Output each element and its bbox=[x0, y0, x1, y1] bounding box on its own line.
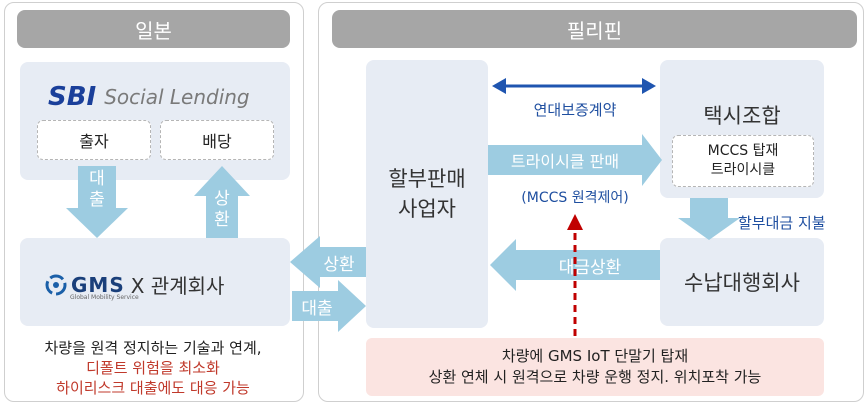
mccs-tricycle-box: MCCS 탑재 트라이시클 bbox=[672, 135, 814, 187]
joint-guarantee-label: 연대보증계약 bbox=[533, 100, 617, 119]
loan-down-text: 대 출 bbox=[89, 169, 105, 210]
payment-repay-label: 대금상환 bbox=[558, 257, 622, 278]
installment-payment-label: 할부대금 지불 bbox=[738, 214, 826, 232]
flow-loan-label: 대출 bbox=[301, 298, 333, 319]
affiliate-label: X 관계회사 bbox=[130, 274, 225, 298]
gms-tagline: Global Mobility Service bbox=[70, 294, 139, 301]
collection-agency-label: 수납대행회사 bbox=[684, 271, 800, 295]
mccs-tricycle-label: MCCS 탑재 트라이시클 bbox=[707, 143, 779, 178]
loan-down-label: 대 출 bbox=[78, 168, 116, 212]
repay-up-label: 상 환 bbox=[206, 186, 238, 234]
sbi-brand: SBI bbox=[48, 82, 97, 112]
iot-note-line1: 차량에 GMS IoT 단말기 탑재 bbox=[501, 347, 689, 365]
collection-agency-box: 수납대행회사 bbox=[660, 238, 824, 326]
flow-repay-label: 상환 bbox=[323, 254, 355, 275]
remote-control-label: (MCCS 원격제어) bbox=[521, 190, 629, 206]
taxi-union-label: 택시조합 bbox=[703, 104, 781, 128]
japan-note-line2: 디폴트 위험을 최소화 bbox=[86, 359, 220, 377]
japan-header: 일본 bbox=[17, 10, 290, 48]
installment-seller-label: 할부판매 사업자 bbox=[388, 167, 466, 221]
japan-note: 차량을 원격 정지하는 기술과 연계, 디폴트 위험을 최소화 하이리스크 대출… bbox=[6, 336, 300, 400]
repay-up-text: 상 환 bbox=[214, 189, 230, 230]
gms-brand: GMS bbox=[71, 272, 125, 297]
dividend-box: 배당 bbox=[160, 120, 274, 160]
philippines-header: 필리핀 bbox=[332, 10, 857, 48]
japan-note-line1: 차량을 원격 정지하는 기술과 연계, bbox=[44, 339, 262, 357]
gms-swirl-logo-icon bbox=[45, 274, 67, 295]
invest-box: 출자 bbox=[37, 120, 151, 160]
japan-note-line3: 하이리스크 대출에도 대응 가능 bbox=[56, 379, 250, 397]
gms-logo: GMS X 관계회사 bbox=[45, 270, 224, 299]
gms-affiliate-box bbox=[20, 238, 290, 326]
iot-note-box: 차량에 GMS IoT 단말기 탑재 상환 연체 시 원격으로 차량 운행 정지… bbox=[366, 338, 824, 396]
installment-seller-box: 할부판매 사업자 bbox=[366, 60, 488, 328]
sbi-suffix: Social Lending bbox=[104, 85, 250, 109]
iot-note-line2: 상환 연체 시 원격으로 차량 운행 정지. 위치포착 가능 bbox=[428, 368, 762, 386]
sbi-logo: SBI Social Lending bbox=[48, 80, 278, 114]
tricycle-sale-label: 트라이시클 판매 bbox=[510, 152, 620, 171]
